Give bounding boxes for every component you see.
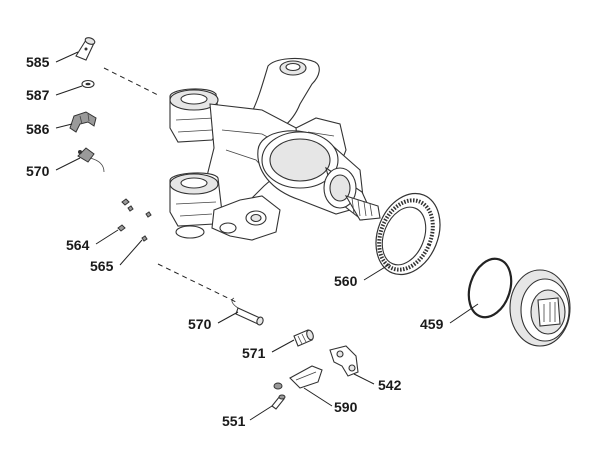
label-585: 585 [26,54,50,70]
label-570-upper: 570 [26,163,50,179]
label-459: 459 [420,316,444,332]
part-570-sensor-upper [77,147,105,173]
dashed-line-lower [157,263,237,303]
label-586: 586 [26,121,50,137]
hub-cap [509,269,571,347]
steering-knuckle [169,57,381,241]
label-570-lower: 570 [188,316,212,332]
label-587: 587 [26,87,50,103]
part-586-clip [69,111,97,133]
label-565: 565 [90,258,114,274]
part-551-bolts [271,382,286,410]
part-585-pin [75,37,96,61]
label-551: 551 [222,413,246,429]
part-459-o-ring [467,257,513,319]
dashed-line-upper [103,67,161,97]
part-587-washer [81,79,95,89]
part-590-spring-clip [289,365,323,389]
label-564: 564 [66,237,90,253]
label-542: 542 [378,377,402,393]
part-560-tone-ring [375,192,441,276]
label-590: 590 [334,399,358,415]
part-571-bushing [293,329,314,347]
part-542-bracket [329,345,359,377]
label-571: 571 [242,345,266,361]
label-560: 560 [334,273,358,289]
part-564-screws [117,198,134,232]
part-570-sensor-lower [231,297,264,326]
part-565-screws [141,211,152,242]
leader-lines [55,51,479,421]
